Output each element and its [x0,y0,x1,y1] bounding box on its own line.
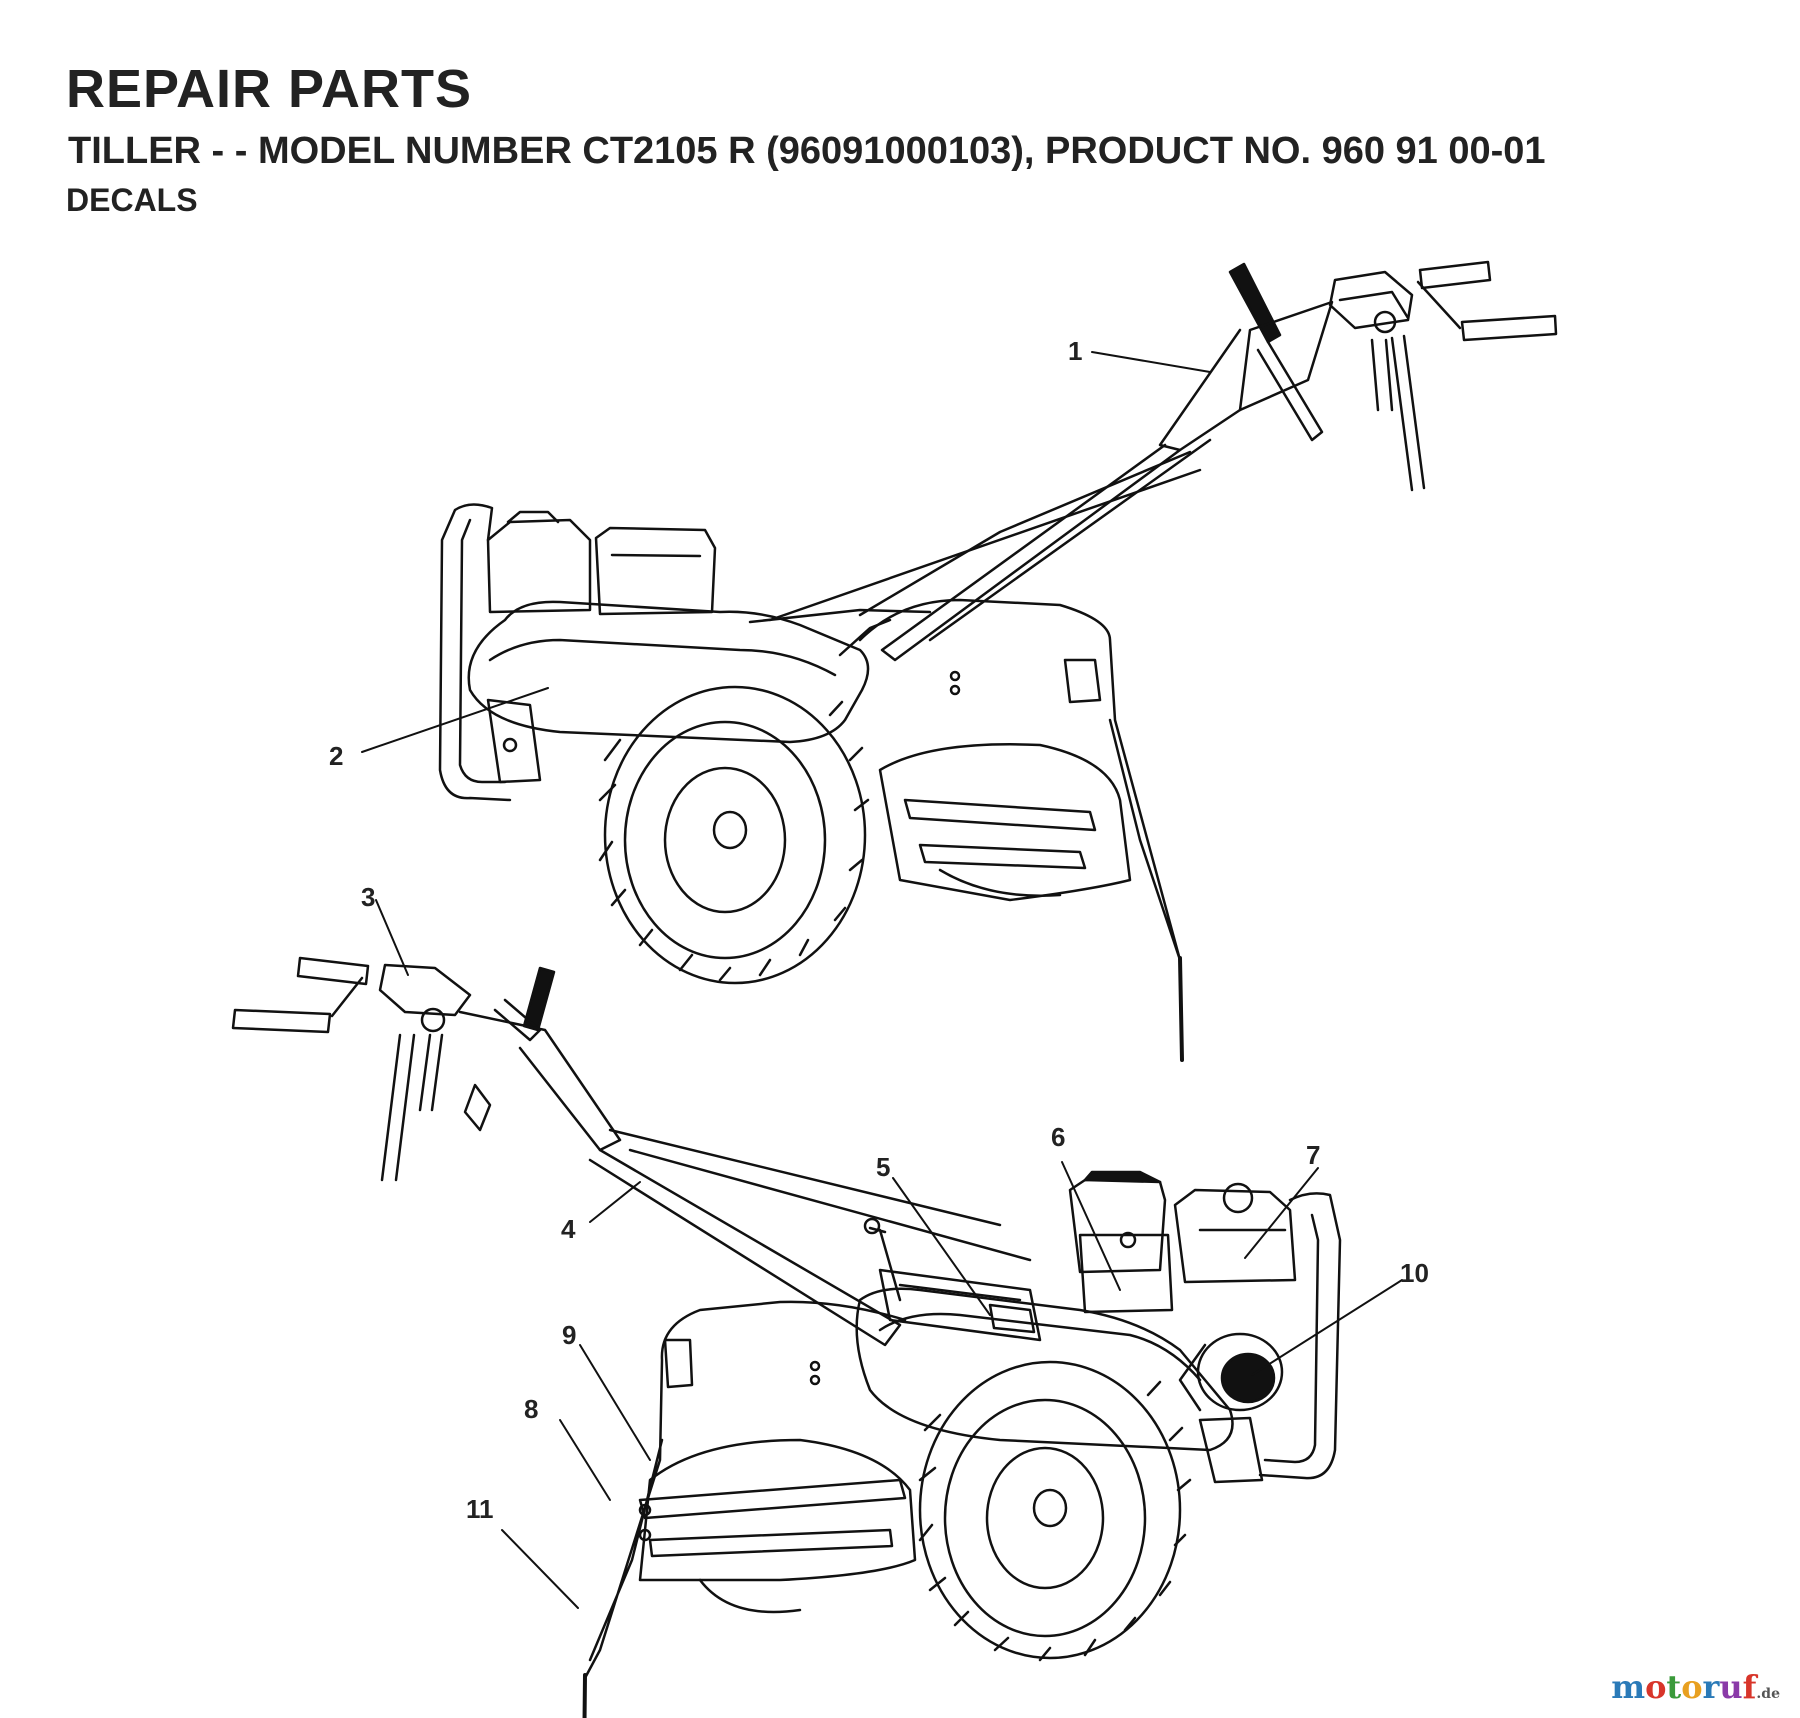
watermark-letter: f [1742,1668,1757,1706]
watermark-suffix: .de [1756,1686,1780,1702]
upper-tiller [438,260,1558,1062]
watermark-letter: m [1611,1668,1646,1706]
callout-1: 1 [1068,336,1082,366]
callout-7: 7 [1306,1140,1320,1170]
callout-10: 10 [1400,1258,1429,1288]
watermark-letter: o [1645,1668,1667,1706]
callouts [361,351,1403,1609]
page-title: REPAIR PARTS [66,59,473,119]
callout-2: 2 [329,741,343,771]
watermark-text: motoruf [1611,1668,1756,1706]
watermark-letter: u [1719,1668,1743,1706]
callout-5: 5 [876,1152,890,1182]
section-title: DECALS [66,182,198,218]
callout-8: 8 [524,1394,538,1424]
lower-tiller [231,956,1342,1718]
model-subtitle: TILLER - - MODEL NUMBER CT2105 R (960910… [68,130,1546,172]
callout-6: 6 [1051,1122,1065,1152]
callout-4: 4 [561,1214,576,1244]
callout-9: 9 [562,1320,576,1350]
watermark-logo: motoruf.de [1611,1668,1780,1706]
watermark-letter: o [1681,1668,1703,1706]
watermark-letter: t [1666,1668,1682,1706]
watermark-letter: r [1702,1668,1720,1706]
callout-11: 11 [466,1494,494,1524]
callout-3: 3 [361,882,375,912]
